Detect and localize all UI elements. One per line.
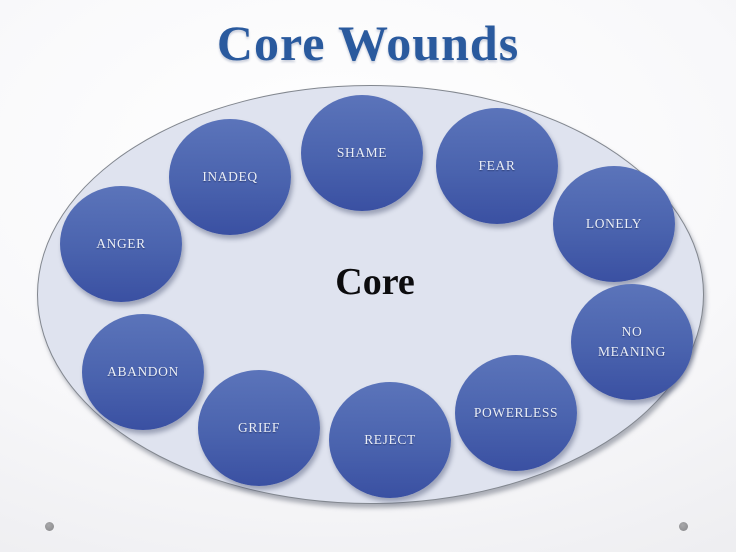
wound-label: ABANDON [107,364,179,380]
wound-label: REJECT [364,432,416,448]
wound-circle-reject: REJECT [329,382,451,498]
wound-label: GRIEF [237,420,280,436]
wound-circle-grief: GRIEF [198,370,320,486]
slide-title: Core Wounds [216,15,520,71]
footer-dot-right [679,522,688,531]
wound-label: ANGER [96,236,146,252]
wound-circle-anger: ANGER [60,186,182,302]
wound-label: LONELY [585,216,643,232]
wound-label: INADEQ [202,169,258,185]
wound-circle-shame: SHAME [301,95,423,211]
wound-label: SHAME [336,145,388,161]
footer-dot-left [45,522,54,531]
wound-label: NO MEANING [598,324,666,359]
wound-label: POWERLESS [473,405,559,421]
wound-circle-abandon: ABANDON [82,314,204,430]
wound-circle-inadeq: INADEQ [169,119,291,235]
core-label: Core [335,261,415,303]
wound-circle-powerless: POWERLESS [455,355,577,471]
wound-circle-lonely: LONELY [553,166,675,282]
wound-circle-no-meaning: NO MEANING [571,284,693,400]
wound-label: FEAR [478,158,516,174]
wound-circle-fear: FEAR [436,108,558,224]
